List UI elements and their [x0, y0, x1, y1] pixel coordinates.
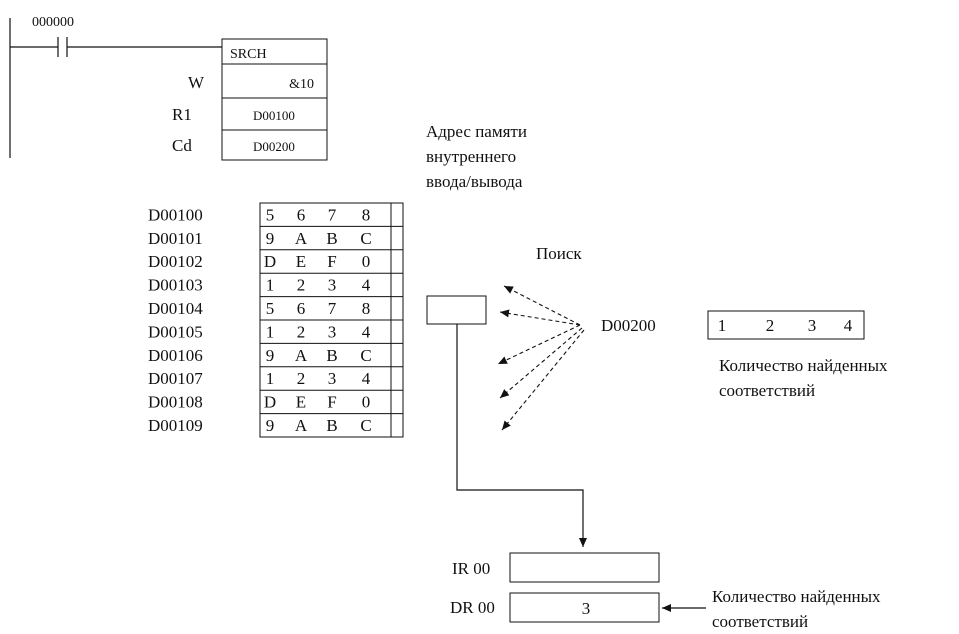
search-arrow-5 — [501, 329, 585, 431]
instruction-name: SRCH — [230, 47, 267, 62]
index-register: IR 00 — [452, 552, 660, 583]
memory-address-label: D00102 — [148, 252, 203, 271]
memory-digit: 3 — [328, 276, 337, 295]
memory-note-line-1: Адрес памяти — [426, 122, 527, 141]
memory-digit: C — [360, 346, 371, 365]
memory-digit: 8 — [362, 299, 371, 318]
memory-address-label: D00106 — [148, 346, 203, 365]
memory-address-label: D00105 — [148, 322, 203, 341]
memory-digit: B — [326, 229, 337, 248]
operand-value-cd: D00200 — [253, 139, 295, 154]
operand-name-w: W — [188, 73, 205, 92]
memory-address-label: D00104 — [148, 299, 203, 318]
compare-digit-3: 3 — [808, 316, 817, 335]
data-register: DR 00 3 — [450, 592, 660, 623]
memory-address-label: D00108 — [148, 393, 203, 412]
dr-note-line-2: соответствий — [712, 612, 808, 631]
memory-digit: 5 — [266, 205, 275, 224]
memory-digit: 3 — [328, 322, 337, 341]
memory-digit: 9 — [266, 346, 275, 365]
memory-digit: 8 — [362, 205, 371, 224]
search-arrow-2 — [499, 309, 581, 326]
memory-digit: E — [296, 393, 306, 412]
found-to-ir-connector — [456, 324, 587, 547]
operand-value-w: &10 — [289, 77, 314, 92]
dr-note-line-1: Количество найденных — [712, 587, 881, 606]
memory-digit: 1 — [266, 276, 275, 295]
normally-open-contact-icon — [57, 37, 68, 57]
memory-digit: 1 — [266, 369, 275, 388]
memory-address-label: D00103 — [148, 276, 203, 295]
memory-digit: 6 — [297, 205, 306, 224]
memory-digit: B — [326, 416, 337, 435]
memory-digit: 4 — [362, 276, 371, 295]
memory-digit: 4 — [362, 322, 371, 341]
memory-digit: F — [327, 393, 336, 412]
ladder-rung: 000000 SRCH W &10 R1 D00100 Cd D00200 — [9, 15, 328, 161]
search-arrows — [497, 285, 585, 431]
memory-note-line-2: внутреннего — [426, 147, 516, 166]
compare-address: D00200 — [601, 316, 656, 335]
memory-digit: 2 — [297, 369, 306, 388]
memory-digit: D — [264, 252, 276, 271]
operand-name-r1: R1 — [172, 105, 192, 124]
memory-digit: A — [295, 416, 308, 435]
memory-digit: 7 — [328, 205, 337, 224]
contact-address: 000000 — [32, 15, 74, 30]
memory-digit: 9 — [266, 229, 275, 248]
found-address-box — [426, 295, 487, 325]
dr-label: DR 00 — [450, 598, 495, 617]
compare-digit-2: 2 — [766, 316, 775, 335]
memory-digit: 6 — [297, 299, 306, 318]
memory-digit: C — [360, 416, 371, 435]
srch-instruction-block: SRCH — [221, 38, 328, 161]
operand-name-cd: Cd — [172, 136, 192, 155]
memory-digit: B — [326, 346, 337, 365]
memory-digit: 2 — [297, 322, 306, 341]
count-note-line-2: соответствий — [719, 381, 815, 400]
memory-digit: D — [264, 393, 276, 412]
memory-note-line-3: ввода/вывода — [426, 172, 523, 191]
search-arrow-3 — [497, 324, 581, 365]
search-arrow-4 — [499, 327, 583, 399]
memory-digit: F — [327, 252, 336, 271]
memory-address-label: D00101 — [148, 229, 203, 248]
dr-value: 3 — [582, 599, 591, 618]
memory-digit: 4 — [362, 369, 371, 388]
memory-digit: 1 — [266, 322, 275, 341]
memory-digit: 3 — [328, 369, 337, 388]
compare-digit-1: 1 — [718, 316, 727, 335]
operand-value-r1: D00100 — [253, 108, 295, 123]
count-note-line-1: Количество найденных — [719, 356, 888, 375]
memory-digit: 0 — [362, 252, 371, 271]
memory-digit: C — [360, 229, 371, 248]
search-label: Поиск — [536, 244, 582, 263]
memory-address-label: D00107 — [148, 369, 203, 388]
memory-digit: E — [296, 252, 306, 271]
compare-value-box: 1 2 3 4 — [707, 310, 865, 340]
search-arrow-1 — [503, 285, 581, 326]
memory-digit: A — [295, 346, 308, 365]
ir-label: IR 00 — [452, 559, 490, 578]
memory-digit: 5 — [266, 299, 275, 318]
memory-digit: 7 — [328, 299, 337, 318]
memory-address-label: D00109 — [148, 416, 203, 435]
memory-digit: 0 — [362, 393, 371, 412]
memory-digit: A — [295, 229, 308, 248]
memory-digit: 9 — [266, 416, 275, 435]
compare-digit-4: 4 — [844, 316, 853, 335]
memory-address-label: D00100 — [148, 205, 203, 224]
memory-digit: 2 — [297, 276, 306, 295]
memory-note: Адрес памяти внутреннего ввода/вывода — [426, 122, 527, 191]
